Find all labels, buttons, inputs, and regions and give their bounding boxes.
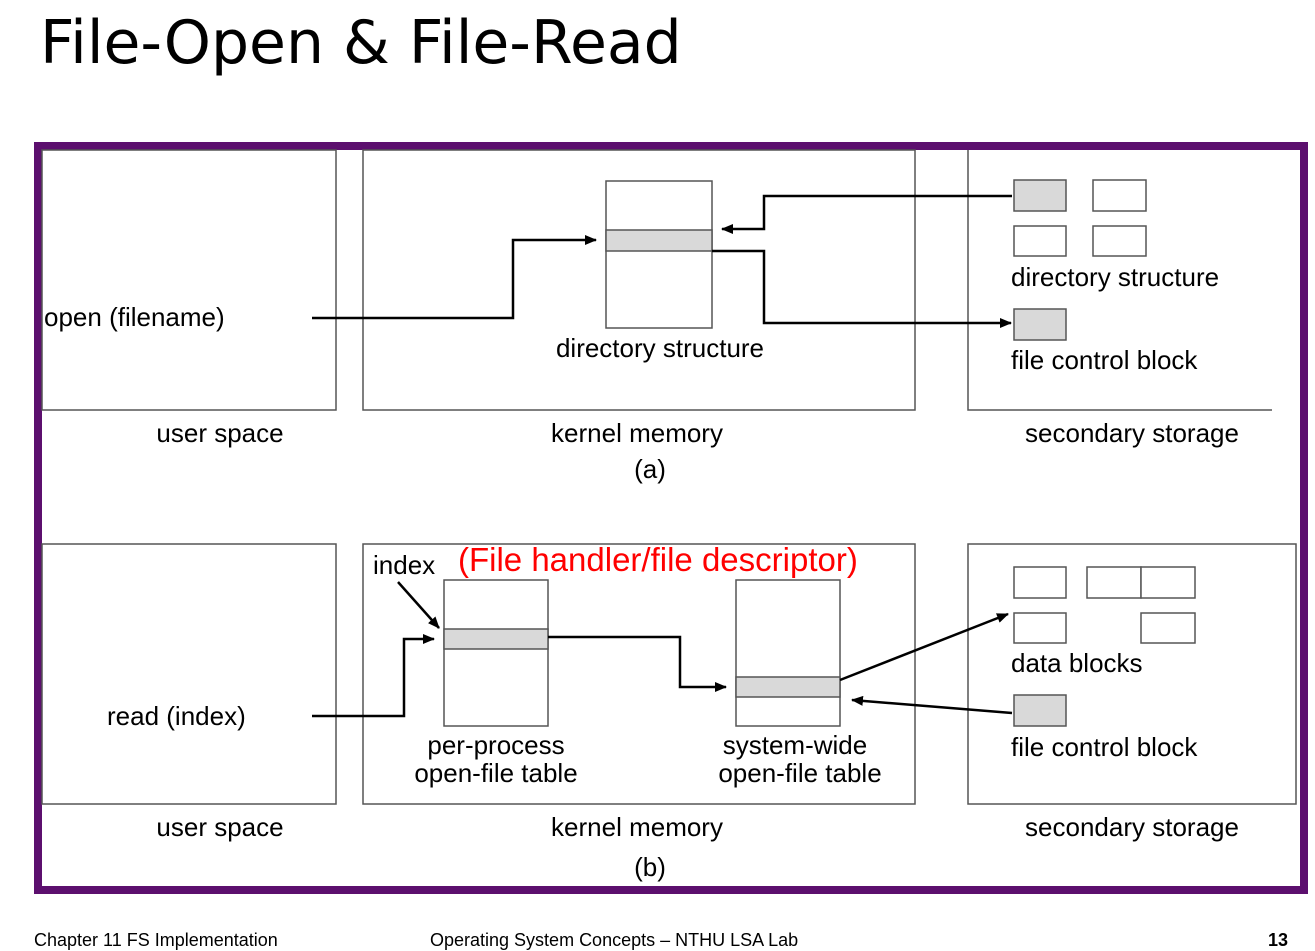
per-process-entry (443, 628, 549, 650)
system-wide-entry (735, 676, 841, 698)
caption-a: (a) (634, 454, 666, 484)
secondary-storage-label-b: secondary storage (1025, 812, 1239, 842)
part-a: open (filename) directory structure dire… (41, 149, 1272, 484)
per-process-table (443, 579, 549, 727)
user-space-label-b: user space (156, 812, 283, 842)
user-space-region-b (41, 543, 337, 805)
storage-dir-block-1 (1013, 179, 1067, 212)
storage-directory-label: directory structure (1011, 262, 1219, 292)
secondary-storage-region-b (967, 543, 1297, 805)
kernel-directory-table (605, 180, 713, 329)
index-pointer-arrow (397, 581, 440, 629)
system-wide-to-data-blocks-arrow (839, 612, 1009, 682)
per-process-label-line1: per-process (427, 730, 564, 760)
storage-fcb-block-b (1013, 694, 1067, 727)
secondary-storage-label-a: secondary storage (1025, 418, 1239, 448)
fcb-lookup-arrow (712, 249, 1012, 328)
dir-load-arrow (721, 194, 1012, 234)
part-b: index (File handler/file descriptor) rea… (41, 541, 1297, 882)
slide-title: File-Open & File-Read (40, 8, 682, 78)
caption-b: (b) (634, 852, 666, 882)
kernel-memory-label-a: kernel memory (551, 418, 723, 448)
storage-dir-block-4 (1092, 225, 1147, 257)
storage-dir-block-2 (1092, 179, 1147, 212)
system-wide-label-line1: system-wide (723, 730, 867, 760)
read-call-arrow (312, 634, 435, 718)
kernel-directory-label: directory structure (556, 333, 764, 363)
kernel-memory-region-a (362, 149, 916, 411)
footer-course: Operating System Concepts – NTHU LSA Lab (430, 930, 799, 950)
data-block-3 (1140, 566, 1196, 599)
file-handler-annotation: (File handler/file descriptor) (458, 541, 858, 578)
per-process-label-line2: open-file table (414, 758, 577, 788)
open-call-arrow (312, 235, 597, 320)
user-space-region-a (41, 149, 337, 411)
storage-dir-block-3 (1013, 225, 1067, 257)
secondary-storage-region-a (967, 150, 1272, 411)
data-block-2 (1086, 566, 1142, 599)
page-number: 13 (1268, 930, 1289, 950)
data-block-4 (1013, 612, 1067, 644)
read-call-label: read (index) (107, 701, 246, 731)
footer-chapter: Chapter 11 FS Implementation (34, 930, 278, 950)
storage-fcb-label-b: file control block (1011, 732, 1198, 762)
data-block-5 (1140, 612, 1196, 644)
storage-fcb-block-a (1013, 308, 1067, 341)
kernel-directory-entry (605, 229, 713, 252)
fcb-to-system-wide-arrow (851, 695, 1013, 715)
system-wide-label-line2: open-file table (718, 758, 881, 788)
system-wide-table (735, 579, 841, 727)
kernel-memory-label-b: kernel memory (551, 812, 723, 842)
kernel-memory-region-b (362, 543, 916, 805)
index-label: index (373, 550, 435, 580)
storage-fcb-label-a: file control block (1011, 345, 1198, 375)
data-block-1 (1013, 566, 1067, 599)
data-blocks-label: data blocks (1011, 648, 1143, 678)
user-space-label-a: user space (156, 418, 283, 448)
open-call-label: open (filename) (44, 302, 225, 332)
per-process-to-system-wide-arrow (548, 635, 727, 692)
